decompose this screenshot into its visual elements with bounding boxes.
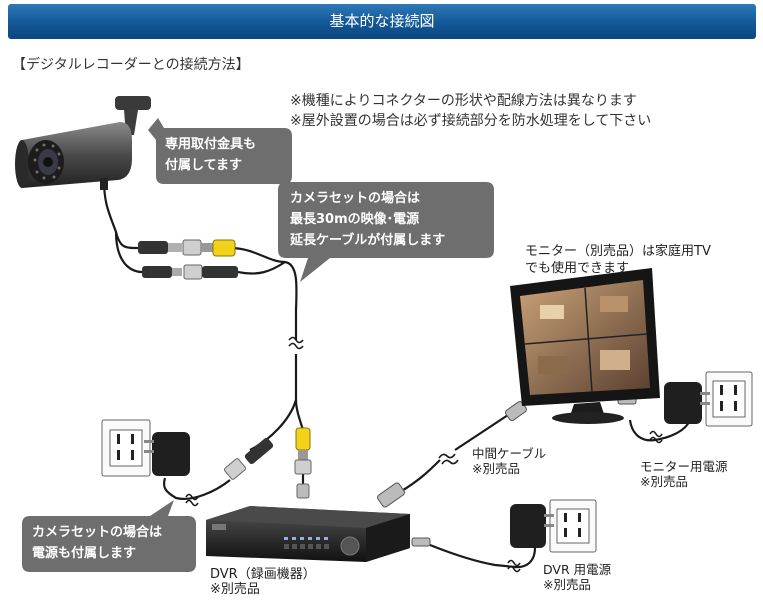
- callout-power-bubble: [22, 500, 196, 572]
- callout-cable-text: カメラセットの場合は 最長30mの映像･電源 延長ケーブルが付属します: [290, 188, 445, 251]
- mid-cable-connectors: [377, 401, 527, 508]
- dvr-power-adapter: [411, 504, 554, 548]
- monitor-note-line: モニター（別売品）は家庭用TV: [525, 244, 711, 259]
- monitor-power-line: モニター用電源: [640, 459, 728, 474]
- camera-power-adapter: [144, 432, 190, 476]
- page-header: 基本的な接続図: [8, 4, 756, 39]
- mid-cable-line: 中間ケーブル: [472, 446, 547, 461]
- bullet-camera: [15, 96, 151, 190]
- dvr-recorder: [206, 506, 410, 562]
- callout-cable-line: カメラセットの場合は: [290, 191, 421, 206]
- monitor-power-label: モニター用電源 ※別売品: [640, 459, 728, 489]
- wall-outlet-left: [101, 419, 151, 477]
- tv-monitor: [510, 268, 660, 424]
- camera-connectors: [138, 239, 238, 280]
- note-waterproofing: ※屋外設置の場合は必ず接続部分を防水処理をして下さい: [290, 113, 652, 129]
- dvr-power-line: ※別売品: [543, 577, 591, 592]
- callout-cable-bubble: [278, 182, 494, 282]
- cable-break-marks: [185, 336, 663, 573]
- wall-outlet-monitor: [705, 371, 753, 427]
- mid-cable-line: ※別売品: [472, 461, 520, 476]
- callout-power-text: カメラセットの場合は 電源も付属します: [32, 522, 162, 564]
- mid-cable-label: 中間ケーブル ※別売品: [472, 446, 546, 476]
- dvr-power-label: DVR 用電源 ※別売品: [543, 562, 611, 592]
- page-subtitle: 【デジタルレコーダーとの接続方法】: [12, 57, 250, 73]
- dvr-line: DVR（録画機器）: [210, 567, 316, 582]
- callout-bracket-bubble: [148, 118, 292, 184]
- monitor-power-line: ※別売品: [640, 474, 688, 489]
- callout-cable-line: 延長ケーブルが付属します: [290, 233, 446, 248]
- dvr-side-connectors: [223, 427, 312, 499]
- monitor-note-line: でも使用できます: [525, 261, 630, 276]
- callout-bracket-text: 専用取付金具も 付属してます: [165, 134, 256, 176]
- callout-bracket-line: 専用取付金具も: [165, 137, 257, 152]
- dvr-line: ※別売品: [210, 582, 260, 597]
- wall-outlet-dvr: [549, 499, 597, 553]
- callout-bracket-line: 付属してます: [165, 158, 242, 173]
- callout-cable-line: 最長30mの映像･電源: [290, 212, 420, 227]
- dvr-label: DVR（録画機器） ※別売品: [210, 567, 316, 597]
- callout-power-line: 電源も付属します: [32, 546, 137, 561]
- monitor-note-label: モニター（別売品）は家庭用TV でも使用できます: [525, 243, 711, 277]
- callout-power-line: カメラセットの場合は: [32, 525, 163, 540]
- note-connector-shape: ※機種によりコネクターの形状や配線方法は異なります: [290, 93, 637, 109]
- dvr-power-line: DVR 用電源: [543, 562, 612, 577]
